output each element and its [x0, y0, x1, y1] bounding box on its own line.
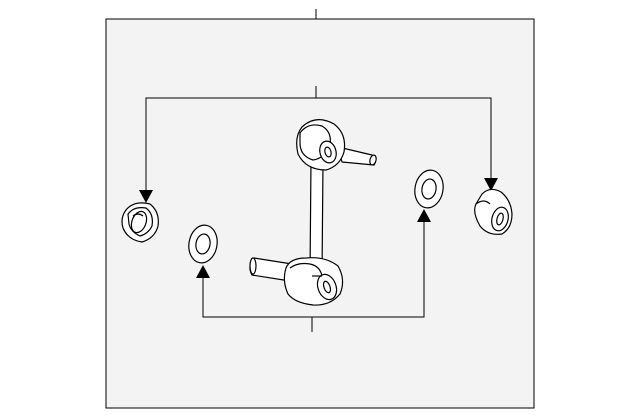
leader-arrow-icon	[196, 265, 210, 278]
lower-leader-bracket	[202, 222, 425, 332]
washer-icon	[188, 224, 218, 264]
washer-icon	[414, 169, 444, 209]
bushing-icon	[121, 202, 159, 243]
leader-arrow-icon	[417, 209, 431, 222]
stabilizer-link-icon	[249, 119, 377, 306]
upper-leader-bracket	[145, 86, 492, 192]
leader-arrow-icon	[139, 190, 153, 203]
bushing-icon	[474, 188, 513, 235]
leader-arrow-icon	[484, 178, 498, 191]
